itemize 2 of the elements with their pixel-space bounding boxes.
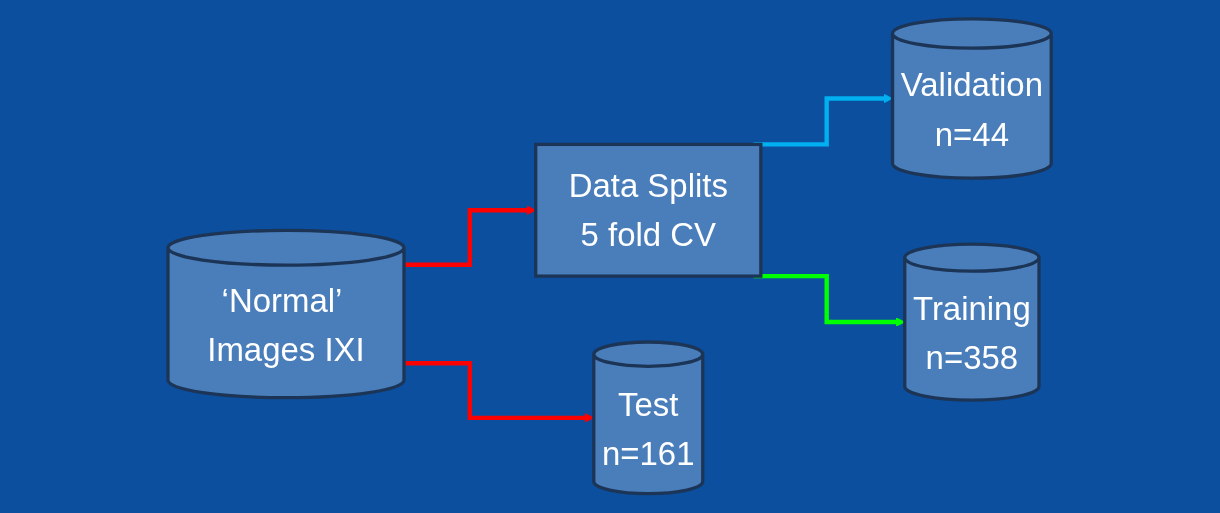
arrow: [404, 361, 595, 423]
node-box: Data Splits 5 fold CV: [534, 143, 763, 279]
